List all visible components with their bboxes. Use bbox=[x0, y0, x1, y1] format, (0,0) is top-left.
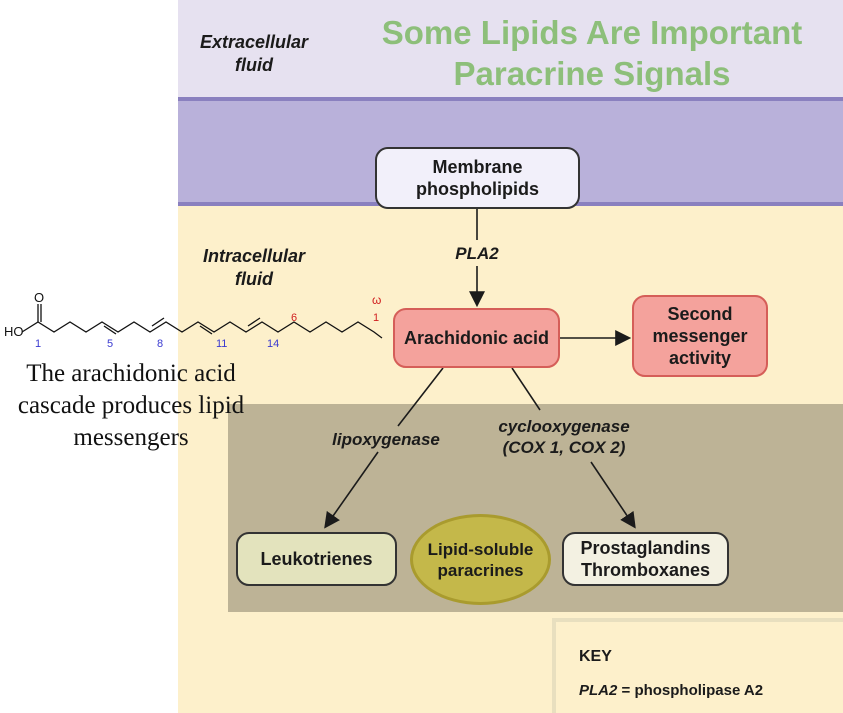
key-title: KEY bbox=[579, 648, 612, 665]
arrow-cox-top bbox=[511, 367, 541, 411]
arachidonic-acid-structure bbox=[21, 304, 383, 339]
arrow-lipox-top bbox=[397, 367, 444, 427]
carbon-number: 8 bbox=[157, 338, 164, 350]
carbon-number: 14 bbox=[267, 338, 280, 350]
omega-number: 1 bbox=[373, 312, 380, 324]
leukotrienes-box: Leukotrienes bbox=[236, 532, 397, 586]
molecule-carbonyl: O bbox=[34, 290, 45, 305]
key-expansion: = phospholipase A2 bbox=[621, 682, 764, 699]
carbon-number: 1 bbox=[35, 338, 42, 350]
lipoxygenase-label: lipoxygenase bbox=[332, 430, 440, 449]
extracellular-region bbox=[178, 0, 843, 97]
prostaglandins-thromboxanes-box: Prostaglandins Thromboxanes bbox=[562, 532, 729, 586]
lipid-soluble-paracrines-ellipse: Lipid-soluble paracrines bbox=[410, 514, 551, 605]
arachidonic-acid-box: Arachidonic acid bbox=[393, 308, 560, 368]
arrow-lipoxygenase bbox=[324, 451, 379, 529]
pla2-label: PLA2 bbox=[455, 244, 499, 263]
key-panel bbox=[552, 618, 843, 713]
carbon-number: 11 bbox=[216, 338, 228, 350]
cyclooxygenase-label: cyclooxygenase (COX 1, COX 2) bbox=[498, 417, 630, 457]
molecule-acid-group: HO bbox=[4, 324, 24, 339]
omega-symbol: ω bbox=[372, 293, 382, 307]
key-abbreviation: PLA2 bbox=[579, 682, 618, 699]
omega-number: 6 bbox=[291, 312, 298, 324]
figure-caption: The arachidonic acid cascade produces li… bbox=[17, 360, 245, 451]
membrane-phospholipids-box: Membrane phospholipids bbox=[375, 147, 580, 209]
diagram-title: Some Lipids Are Important Paracrine Sign… bbox=[381, 14, 803, 92]
extracellular-label: Extracellular fluid bbox=[199, 32, 309, 75]
second-messenger-box: Second messenger activity bbox=[632, 295, 768, 377]
arrow-cyclooxygenase bbox=[590, 461, 636, 529]
carbon-number: 5 bbox=[107, 338, 114, 350]
intracellular-label: Intracellular fluid bbox=[202, 246, 306, 289]
key-definition: PLA2 = phospholipase A2 bbox=[579, 682, 763, 699]
